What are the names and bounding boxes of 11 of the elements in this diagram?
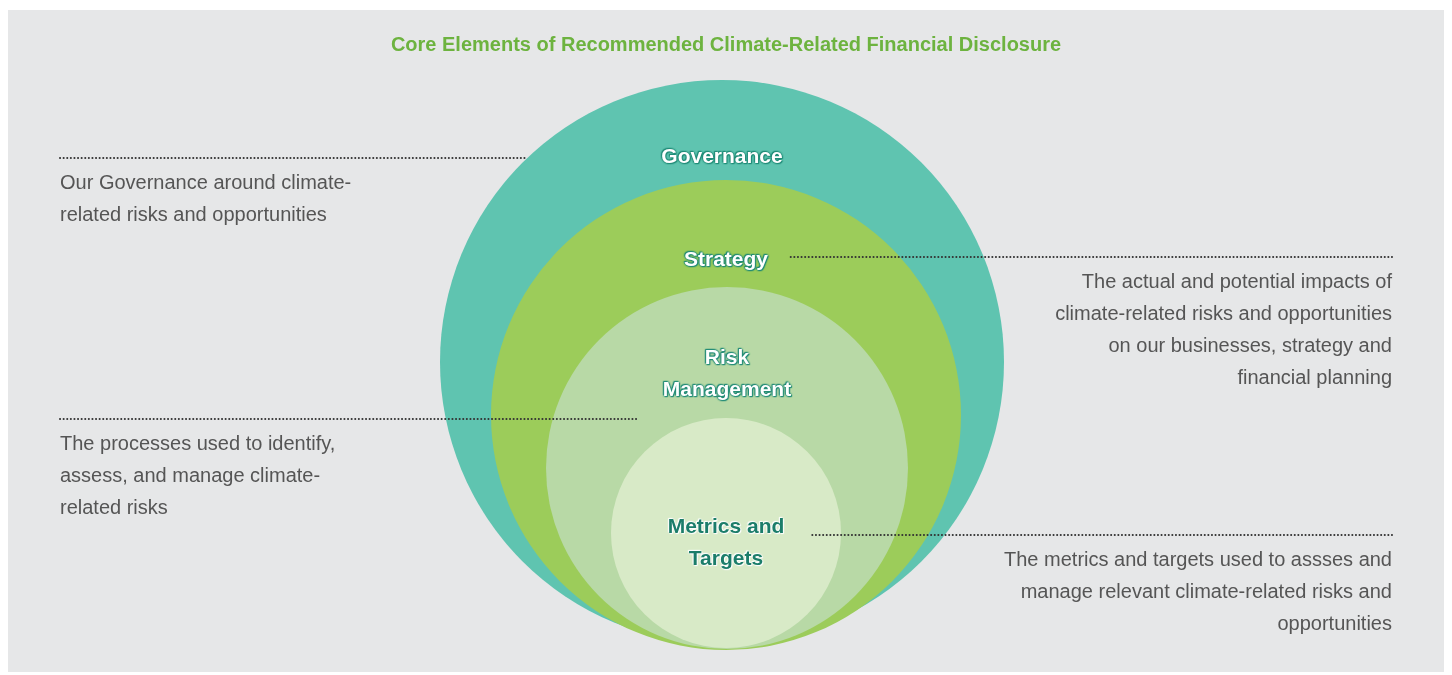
leader-line <box>811 534 1393 536</box>
circle-label: Risk Management <box>661 344 793 402</box>
description-text: The metrics and targets used to assses and manage relevant climate-related risks and opportunities <box>1003 547 1392 636</box>
description-text: Our Governance around climate-related risks and opportunities <box>60 170 353 227</box>
description-text: The actual and potential impacts of climate-related risks and opportunities on our businesses, strategy and financial planning <box>1054 269 1392 390</box>
circle-label: Governance <box>660 143 784 169</box>
circle-label: Strategy <box>683 246 769 272</box>
diagram-title: Core Elements of Recommended Climate-Related Financial Disclosure <box>390 33 1062 55</box>
description-text: The processes used to identify, assess, and manage climate-related risks <box>60 431 337 520</box>
leader-line <box>59 418 638 420</box>
circle-label: Metrics and Targets <box>666 513 786 571</box>
